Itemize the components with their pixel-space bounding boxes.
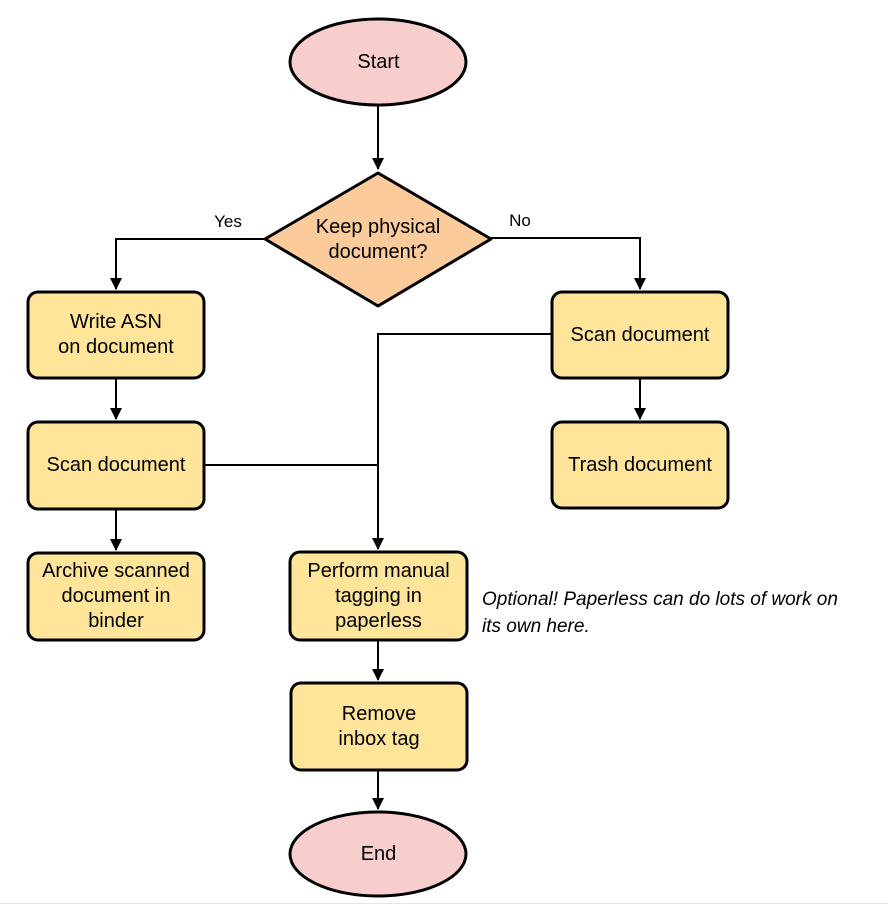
write-asn-node xyxy=(26,290,206,380)
archive-node xyxy=(26,551,206,642)
scan-document-left-node xyxy=(26,420,206,511)
edge-scan-right-to-tagging xyxy=(372,333,552,550)
scan-document-right-node xyxy=(550,290,730,380)
page-bottom-border xyxy=(0,903,888,904)
optional-annotation: Optional! Paperless can do lots of work … xyxy=(482,589,838,637)
start-node xyxy=(288,17,468,107)
remove-inbox-node xyxy=(289,681,469,772)
decision-node xyxy=(263,171,493,308)
edge-decision-yes-to-write-asn xyxy=(110,238,265,290)
edge-decision-no-to-scan-right xyxy=(491,237,646,290)
end-node xyxy=(288,810,468,898)
trash-node xyxy=(550,420,730,510)
tagging-node xyxy=(288,550,469,642)
